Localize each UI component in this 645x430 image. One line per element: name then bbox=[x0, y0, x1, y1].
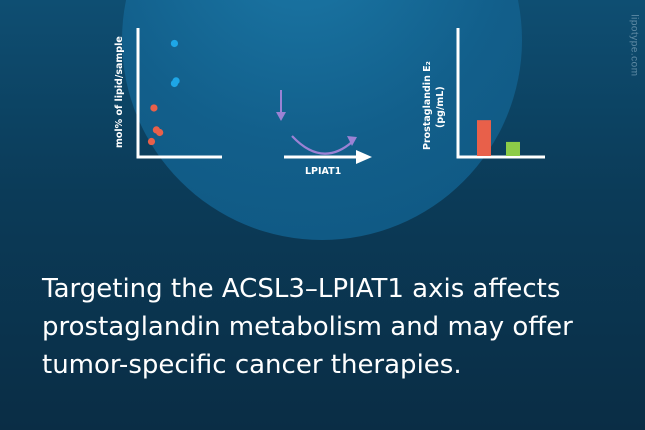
bar-0 bbox=[477, 120, 491, 156]
curved-arrow-head bbox=[347, 136, 357, 146]
scatter-point-blue-0 bbox=[170, 39, 179, 48]
bars bbox=[477, 120, 520, 156]
scatter-point-red-5 bbox=[156, 128, 164, 137]
scatter-points bbox=[147, 39, 180, 146]
curved-arrow bbox=[291, 135, 353, 155]
down-arrow-head bbox=[276, 112, 286, 121]
left-y-axis-label: mol% of lipid/sample bbox=[114, 36, 125, 148]
reaction-arrow: LPIAT1 bbox=[276, 90, 372, 177]
bar-1 bbox=[506, 141, 520, 156]
right-y-axis-label-line1: Prostaglandin E₂ bbox=[422, 61, 433, 150]
lpiat1-arrow-head bbox=[356, 150, 372, 164]
right-y-axis-label-line2: (pg/mL) bbox=[435, 86, 446, 128]
scatter-point-blue-2 bbox=[172, 77, 180, 85]
scatter-point-red-6 bbox=[147, 137, 156, 146]
left-chart: mol% of lipid/sample bbox=[114, 28, 222, 159]
caption-line-1: Targeting the ACSL3–LPIAT1 axis affects bbox=[42, 274, 561, 304]
lpiat1-label: LPIAT1 bbox=[305, 166, 341, 177]
caption-line-3: tumor-specific cancer therapies. bbox=[42, 350, 462, 380]
scatter-point-red-3 bbox=[150, 104, 158, 112]
caption: Targeting the ACSL3–LPIAT1 axis affects … bbox=[42, 270, 622, 384]
caption-line-2: prostaglandin metabolism and may offer bbox=[42, 312, 573, 342]
right-chart: Prostaglandin E₂ (pg/mL) bbox=[422, 28, 545, 159]
